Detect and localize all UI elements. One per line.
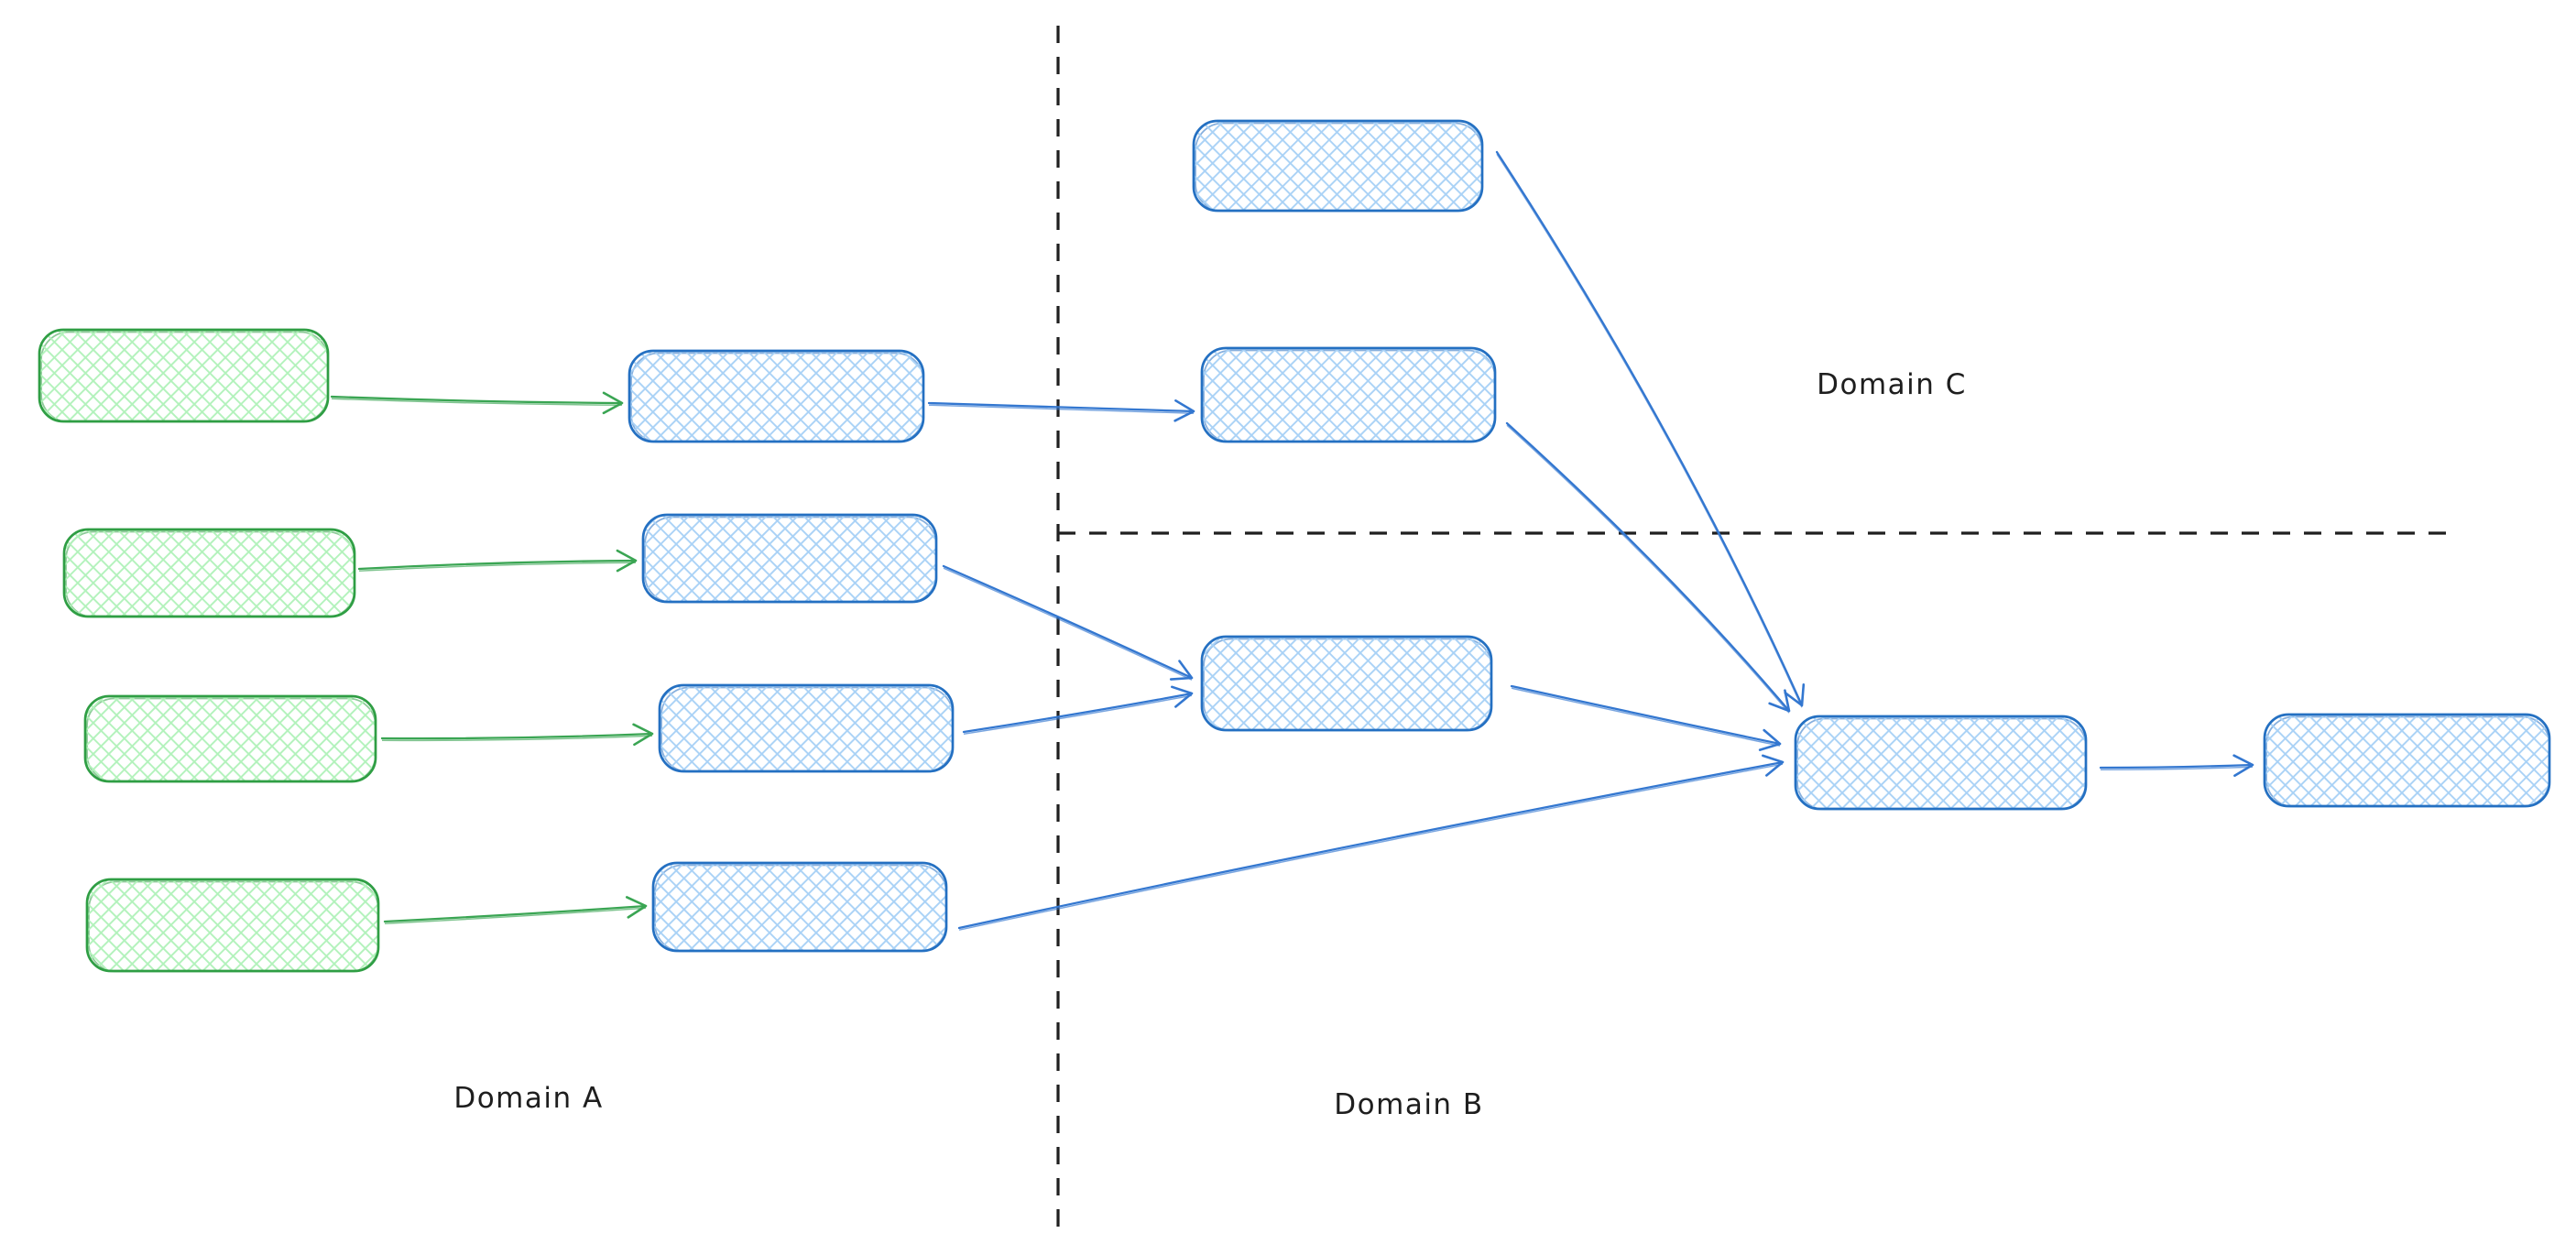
- node-blue-box-merge: [1794, 715, 2088, 811]
- node-blue-box-a4: [651, 861, 948, 953]
- domain-b-label: Domain B: [1334, 1088, 1484, 1121]
- arrow-a4-merge: [957, 754, 1785, 931]
- node-blue-box-a1: [628, 349, 925, 443]
- arrow-g1-a1: [330, 391, 624, 415]
- node-blue-box-b1: [1200, 635, 1493, 732]
- node-green-box-4: [85, 878, 380, 973]
- node-green-box-1: [38, 328, 330, 423]
- arrow-merge-out: [2099, 754, 2254, 778]
- node-blue-box-out: [2263, 713, 2551, 808]
- arrow-g3-a3: [380, 723, 654, 747]
- node-blue-box-c2: [1200, 346, 1497, 443]
- arrow-a1-c2: [927, 399, 1195, 422]
- node-green-box-2: [62, 528, 356, 618]
- node-green-box-3: [83, 694, 377, 783]
- arrow-a2-b1: [942, 564, 1194, 681]
- arrow-g2-a2: [357, 549, 638, 573]
- node-blue-box-a3: [658, 683, 955, 773]
- arrow-c1-merge: [1495, 150, 1806, 708]
- arrow-c2-merge: [1505, 421, 1791, 714]
- domain-a-label: Domain A: [453, 1082, 604, 1115]
- arrow-b1-merge: [1510, 684, 1782, 751]
- domain-c-label: Domain C: [1817, 368, 1967, 401]
- node-blue-box-c1: [1192, 119, 1484, 213]
- node-blue-box-a2: [641, 513, 938, 604]
- arrow-a3-b1: [962, 685, 1194, 735]
- arrow-g4-a4: [383, 896, 648, 924]
